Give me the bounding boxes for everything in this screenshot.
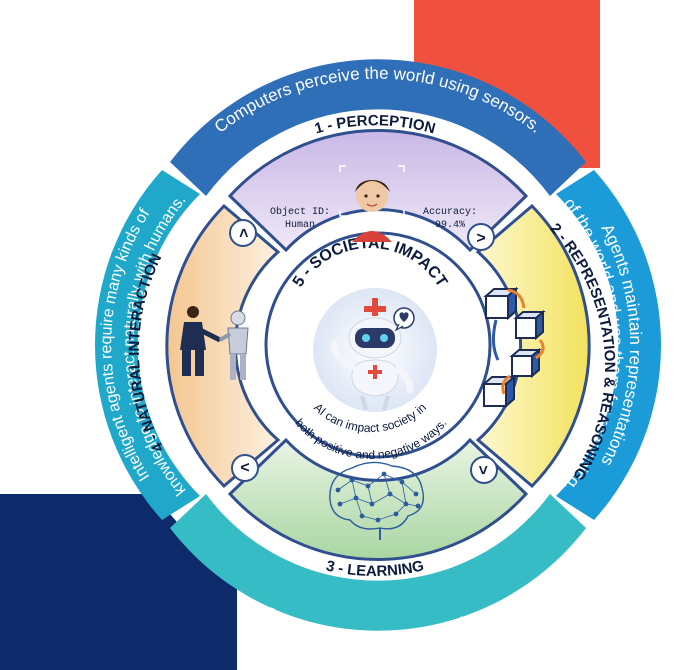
person-face-icon	[352, 180, 392, 242]
heart-speech-icon	[393, 307, 415, 332]
arrow-glyph: >	[240, 458, 249, 475]
accuracy-value: 99.4%	[435, 220, 465, 231]
arrow-interaction-to-perception[interactable]: >	[229, 219, 257, 247]
scan-frame-icon	[339, 165, 405, 217]
learning-title: 3 - LEARNING	[325, 557, 426, 580]
learning-panel	[227, 437, 529, 561]
interaction-panel	[165, 203, 281, 489]
perception-readout: Object ID: Human Accuracy: 99.4%	[270, 206, 477, 231]
cubes-icon	[481, 286, 546, 409]
arrow-representation-to-learning[interactable]: >	[470, 456, 498, 484]
object-id-label: Object ID:	[270, 206, 330, 218]
arrow-glyph: >	[474, 465, 491, 474]
interaction-band	[94, 170, 200, 520]
outer-ring	[94, 59, 662, 631]
arrow-glyph: >	[236, 228, 253, 237]
arrow-learning-to-interaction[interactable]: >	[231, 454, 259, 482]
robot-icon	[330, 298, 414, 411]
inner-ring	[165, 129, 591, 561]
representation-band	[556, 170, 662, 520]
arrow-glyph: >	[476, 230, 485, 247]
learning-band	[170, 494, 586, 631]
accuracy-label: Accuracy:	[423, 207, 477, 218]
perception-band	[170, 59, 586, 196]
arrow-perception-to-representation[interactable]: >	[467, 223, 495, 251]
handshake-robot-icon	[180, 306, 249, 380]
object-id-value: Human	[285, 220, 315, 231]
brain-network-icon	[329, 461, 425, 540]
